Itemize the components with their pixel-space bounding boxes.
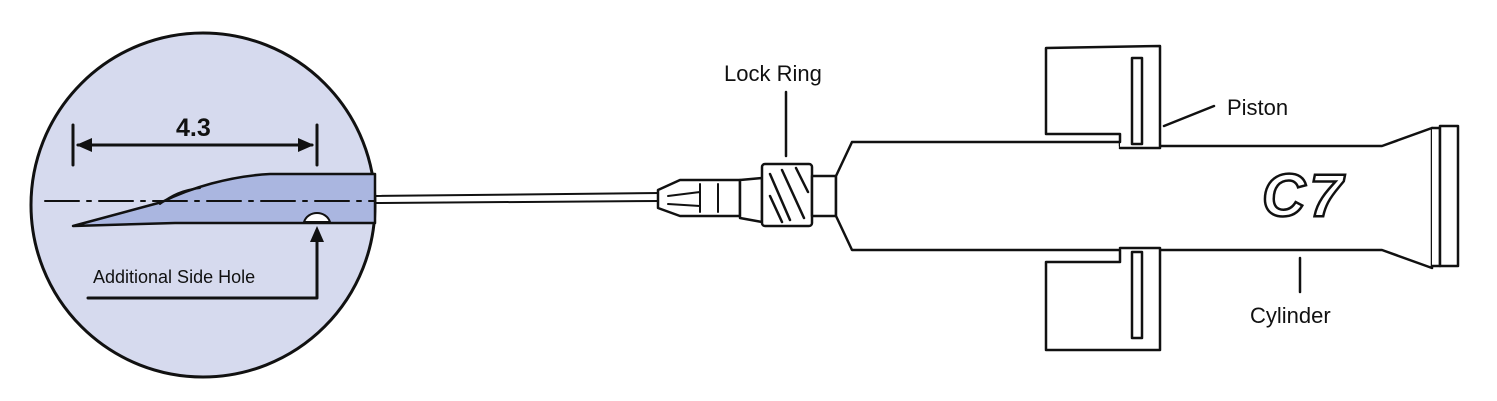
brand-logo: C7 xyxy=(1261,162,1347,229)
end-cap-plate xyxy=(1438,124,1460,268)
side-hole-label: Additional Side Hole xyxy=(93,267,256,287)
cylinder-label: Cylinder xyxy=(1250,303,1331,328)
dimension-label: 4.3 xyxy=(176,114,211,142)
needle-hub-detail xyxy=(667,183,719,213)
needle-shaft-top xyxy=(374,192,661,197)
dimension-arrow-right xyxy=(298,138,314,152)
side-hole-arrow xyxy=(310,226,324,242)
lock-ring-label: Lock Ring xyxy=(724,61,822,86)
lock-ring-rear-collar xyxy=(810,174,838,218)
side-hole xyxy=(303,212,331,223)
dimension-arrow-left xyxy=(76,138,92,152)
needle-shaft-bottom xyxy=(374,200,661,204)
lock-ring-collar xyxy=(738,176,764,224)
side-hole-leader xyxy=(86,238,319,300)
flange-bottom-slot xyxy=(1130,250,1144,340)
lock-ring-threads xyxy=(768,166,810,224)
piston-label: Piston xyxy=(1227,95,1289,120)
piston-leader xyxy=(1162,104,1216,128)
flange-top-slot xyxy=(1130,56,1144,146)
